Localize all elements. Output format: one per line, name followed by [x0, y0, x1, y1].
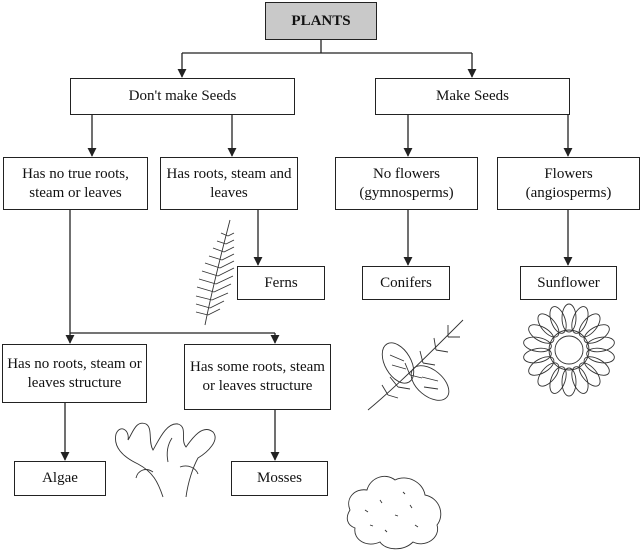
node-algae: Algae: [14, 461, 106, 496]
node-dont-make-seeds: Don't make Seeds: [70, 78, 295, 115]
node-conifers: Conifers: [362, 266, 450, 300]
sunflower-petal: [523, 347, 552, 364]
fern-illustration: [195, 219, 235, 326]
node-ferns: Ferns: [237, 266, 325, 300]
node-no-roots-structure: Has no roots, steam or leaves structure: [2, 344, 147, 403]
sunflower-petal: [537, 313, 560, 338]
node-plants: PLANTS: [265, 2, 377, 40]
sunflower-illustration: [523, 303, 615, 397]
sunflower-petal: [561, 303, 577, 333]
node-no-true-roots: Has no true roots, steam or leaves: [3, 157, 148, 210]
node-make-seeds: Make Seeds: [375, 78, 570, 115]
sunflower-petal: [549, 306, 567, 334]
node-sunflower: Sunflower: [520, 266, 617, 300]
sunflower-petals: [523, 303, 615, 397]
node-some-roots-structure: Has some roots, steam or leaves structur…: [184, 344, 331, 410]
sunflower-petal: [586, 347, 615, 364]
sunflower-petal: [578, 313, 601, 338]
sunflower-petal: [578, 362, 601, 387]
sunflower-petal: [586, 336, 615, 353]
conifer-illustration: [367, 319, 464, 411]
moss-illustration: [346, 476, 442, 550]
sunflower-petal: [549, 366, 567, 394]
sunflower-petal: [528, 324, 555, 344]
sunflower-petal: [583, 356, 610, 376]
sunflower-petal: [561, 367, 577, 397]
connector-lines: [60, 40, 573, 461]
sunflower-petal: [528, 356, 555, 376]
node-has-roots: Has roots, steam and leaves: [160, 157, 298, 210]
sunflower-petal: [571, 366, 589, 394]
sunflower-petal: [583, 324, 610, 344]
algae-illustration: [115, 422, 216, 498]
node-mosses: Mosses: [231, 461, 328, 496]
node-no-flowers: No flowers (gymnosperms): [335, 157, 478, 210]
sunflower-petal: [537, 362, 560, 387]
sunflower-petal: [523, 336, 552, 353]
node-flowers: Flowers (angiosperms): [497, 157, 640, 210]
sunflower-petal: [571, 306, 589, 334]
